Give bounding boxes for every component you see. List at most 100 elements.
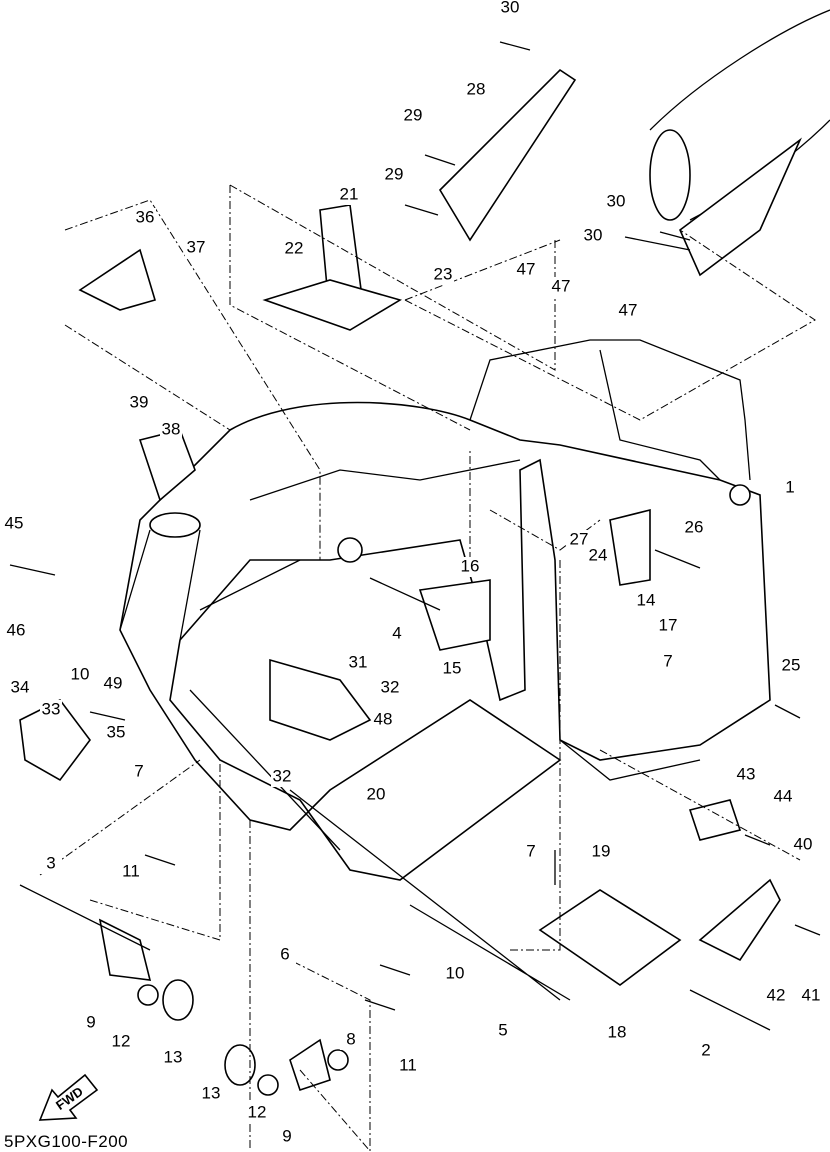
callout-bg	[499, 0, 521, 18]
callout-bg	[383, 165, 405, 185]
callout-9: 9	[86, 1012, 95, 1031]
callout-30: 30	[501, 0, 520, 16]
callout-bg	[200, 1084, 222, 1104]
callout-bg	[695, 1041, 717, 1061]
callout-22: 22	[285, 238, 304, 257]
callout-bg	[185, 238, 207, 258]
callout-24: 24	[589, 545, 608, 564]
callout-33: 33	[42, 699, 61, 718]
callout-5: 5	[498, 1020, 507, 1039]
callout-bg	[274, 945, 296, 965]
fwd-arrow: FWD	[38, 1073, 99, 1121]
callout-23: 23	[434, 264, 453, 283]
callout-bg	[465, 80, 487, 100]
callout-bg	[340, 1030, 362, 1050]
callout-bg	[134, 208, 156, 228]
callout-17: 17	[659, 615, 678, 634]
callout-40: 40	[794, 834, 813, 853]
callout-29: 29	[385, 164, 404, 183]
callout-bg	[587, 546, 609, 566]
callout-bg	[520, 842, 542, 862]
callout-12: 12	[248, 1102, 267, 1121]
callout-bg	[772, 787, 794, 807]
callout-38: 38	[162, 419, 181, 438]
callout-bg	[386, 624, 408, 644]
callout-6: 6	[280, 944, 289, 963]
callout-bg	[365, 785, 387, 805]
callout-48: 48	[374, 709, 393, 728]
callout-bg	[9, 678, 31, 698]
callout-bg	[735, 765, 757, 785]
callout-32: 32	[381, 677, 400, 696]
callout-bg	[459, 557, 481, 577]
callout-bg	[3, 514, 25, 534]
callout-28: 28	[467, 79, 486, 98]
callout-bg	[372, 710, 394, 730]
frame-outline	[119, 339, 771, 881]
callout-bg	[110, 1032, 132, 1052]
callout-15: 15	[443, 658, 462, 677]
callout-bg	[550, 277, 572, 297]
callout-4: 4	[392, 623, 401, 642]
callout-bg	[128, 393, 150, 413]
callout-bg	[492, 1021, 514, 1041]
callout-37: 37	[187, 237, 206, 256]
callout-16: 16	[461, 556, 480, 575]
callout-bg	[765, 986, 787, 1006]
callout-bg	[582, 226, 604, 246]
dashed-boxes	[39, 184, 816, 1151]
callout-34: 34	[11, 677, 30, 696]
callout-1: 1	[785, 477, 794, 496]
callout-bg	[69, 665, 91, 685]
callout-41: 41	[802, 985, 821, 1004]
callout-11: 11	[122, 861, 140, 880]
callout-bg	[5, 621, 27, 641]
callout-42: 42	[767, 985, 786, 1004]
muffler-outline	[649, 9, 830, 277]
diagram-code: 5PXG100-F200	[4, 1132, 129, 1151]
callout-bg	[605, 192, 627, 212]
callout-bg	[590, 842, 612, 862]
callout-39: 39	[130, 392, 149, 411]
callout-36: 36	[136, 207, 155, 226]
callout-bg	[397, 1056, 419, 1076]
callout-bg	[779, 478, 801, 498]
callout-bg	[120, 862, 142, 882]
callout-labels: 3028292930302122233637474747393812724264…	[3, 0, 822, 1147]
callout-bg	[246, 1103, 268, 1123]
callout-bg	[515, 260, 537, 280]
callout-19: 19	[592, 841, 611, 860]
callout-32: 32	[273, 766, 292, 785]
callout-bg	[606, 1023, 628, 1043]
callout-30: 30	[584, 225, 603, 244]
callout-bg	[683, 518, 705, 538]
callout-2: 2	[701, 1040, 710, 1059]
callout-18: 18	[608, 1022, 627, 1041]
callout-bg	[338, 185, 360, 205]
callout-45: 45	[5, 513, 24, 532]
callout-27: 27	[570, 529, 589, 548]
callout-bg	[283, 239, 305, 259]
callout-3: 3	[46, 853, 55, 872]
callout-30: 30	[607, 191, 626, 210]
callout-bg	[657, 616, 679, 636]
callout-13: 13	[164, 1047, 183, 1066]
callout-bg	[800, 986, 822, 1006]
callout-10: 10	[71, 664, 90, 683]
callout-bg	[276, 1127, 298, 1147]
callout-7: 7	[134, 761, 143, 780]
callout-bg	[635, 591, 657, 611]
callout-bg	[40, 700, 62, 720]
callout-bg	[617, 301, 639, 321]
callout-bg	[402, 106, 424, 126]
callout-bg	[444, 964, 466, 984]
callout-bg	[271, 767, 293, 787]
callout-47: 47	[552, 276, 571, 295]
callout-47: 47	[619, 300, 638, 319]
callout-47: 47	[517, 259, 536, 278]
callout-29: 29	[404, 105, 423, 124]
callout-49: 49	[104, 673, 123, 692]
callout-14: 14	[637, 590, 656, 609]
callout-21: 21	[340, 184, 359, 203]
